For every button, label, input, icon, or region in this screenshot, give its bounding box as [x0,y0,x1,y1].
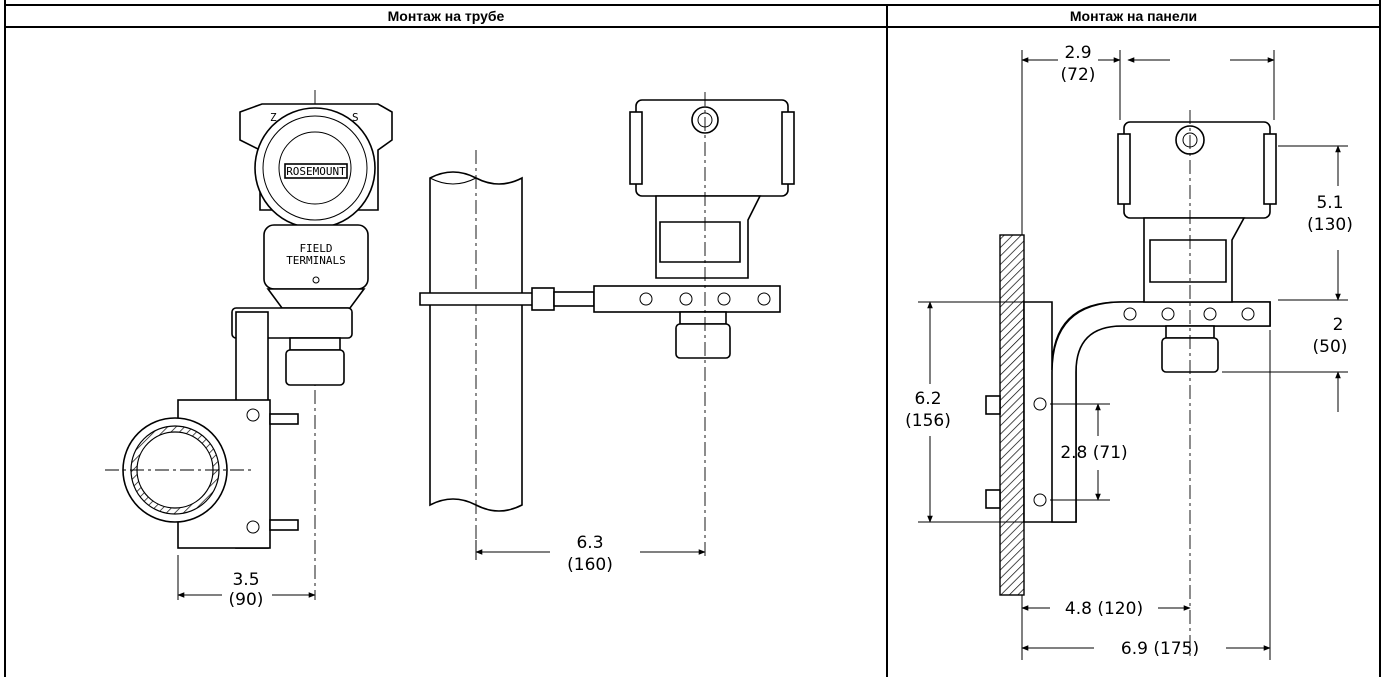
table-frame [4,0,1381,677]
pipe-front-view: ROSEMOUNT Z S FIELD TERMINALS 3.5 (90) [105,90,393,610]
brand-plate [284,163,348,179]
header-separator [4,26,1381,28]
dim-2-9-mm: (72) [1061,65,1096,85]
dim-6-2-in: 6.2 [914,389,941,409]
dim-5-1-in: 5.1 [1316,193,1343,213]
vertical-pipe [429,171,523,512]
dim-6-9: 6.9 (175) [1121,639,1199,659]
mounting-bar [593,285,781,313]
dim-2-in: 2 [1333,315,1344,335]
dim-5-1-mm: (130) [1307,215,1353,235]
pipe-side-view: 6.3 (160) [419,92,795,575]
process-fitting [285,349,345,386]
column-divider [886,4,888,677]
dim-2-mm: (50) [1313,337,1348,357]
header-panel-mount: Монтаж на панели [1069,8,1198,24]
dim-2-9-in: 2.9 [1064,43,1091,63]
panel-wall [999,234,1025,596]
terminals-label: TERMINALS [286,254,346,267]
table-top-border [4,4,1381,6]
field-label: FIELD [299,242,332,255]
panel-view: 2.9 (72) 5.1 (130) 2 (50) 6.2 (156) 2.8 … [905,43,1353,660]
dim-6-3-mm: (160) [567,555,613,575]
dim-3-5-mm: (90) [229,590,264,610]
z-mark: Z [270,111,277,124]
dim-6-3-in: 6.3 [576,533,603,553]
header-pipe-mount: Монтаж на трубе [387,8,505,24]
dim-6-2-mm: (156) [905,411,951,431]
dim-2-8: 2.8 (71) [1060,443,1127,463]
dim-4-8: 4.8 (120) [1065,599,1143,619]
brand-label: ROSEMOUNT [286,165,346,178]
dim-3-5-in: 3.5 [232,570,259,590]
s-mark: S [352,111,359,124]
